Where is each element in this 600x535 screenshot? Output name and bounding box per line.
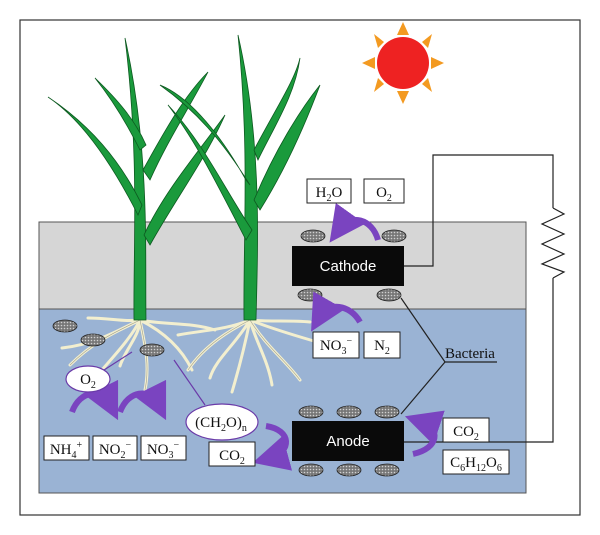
- arrow-ammonium-to-nitrite: [69, 379, 119, 421]
- label-nitrogen: N2: [363, 331, 401, 359]
- label-glucose: C6H12O6: [442, 449, 510, 475]
- svg-text:O2: O2: [376, 185, 392, 204]
- arrow-organic-to-co2: [252, 423, 293, 471]
- arrow-glucose-to-co2: [404, 410, 445, 457]
- svg-text:NH4+: NH4+: [50, 440, 83, 461]
- label-oxygen-root: O2: [65, 351, 133, 393]
- label-co2-right: CO2: [442, 417, 490, 443]
- cathode-label: Cathode: [320, 258, 377, 275]
- bacteria-label: Bacteria: [445, 346, 495, 362]
- label-organic: (CH2O)n: [173, 359, 259, 441]
- svg-text:NO2−: NO2−: [99, 440, 132, 461]
- label-oxygen-top: O2: [363, 178, 405, 204]
- plant-left: [47, 37, 226, 321]
- svg-text:NO3−: NO3−: [320, 336, 353, 357]
- arrow-nitrite-to-nitrate: [117, 379, 167, 421]
- svg-text:(CH2O)n: (CH2O)n: [195, 415, 247, 434]
- label-water: H2O: [306, 178, 352, 204]
- cathode-electrode: [292, 246, 404, 286]
- svg-text:N2: N2: [374, 338, 390, 357]
- svg-text:O2: O2: [80, 372, 96, 391]
- plant-right: [159, 34, 321, 321]
- svg-text:CO2: CO2: [453, 424, 479, 443]
- arrow-water-formation: [329, 202, 381, 243]
- anode-electrode: [292, 421, 404, 461]
- sun-icon: [362, 22, 444, 104]
- label-nitrate-cathode: NO3−: [312, 331, 360, 359]
- arrow-denitrification: [311, 291, 363, 332]
- label-nitrite: NO2−: [92, 435, 138, 461]
- bacteria-pointers: [400, 297, 497, 415]
- svg-text:CO2: CO2: [219, 448, 245, 467]
- anode-label: Anode: [326, 433, 369, 450]
- svg-text:H2O: H2O: [316, 185, 343, 204]
- svg-text:NO3−: NO3−: [147, 440, 180, 461]
- label-co2-left: CO2: [208, 441, 256, 467]
- reaction-arrows: [69, 202, 445, 471]
- label-nitrate-soil: NO3−: [140, 435, 187, 461]
- soil-surface-layer: [38, 221, 527, 310]
- svg-text:C6H12O6: C6H12O6: [450, 455, 502, 474]
- label-ammonium: NH4+: [43, 435, 90, 461]
